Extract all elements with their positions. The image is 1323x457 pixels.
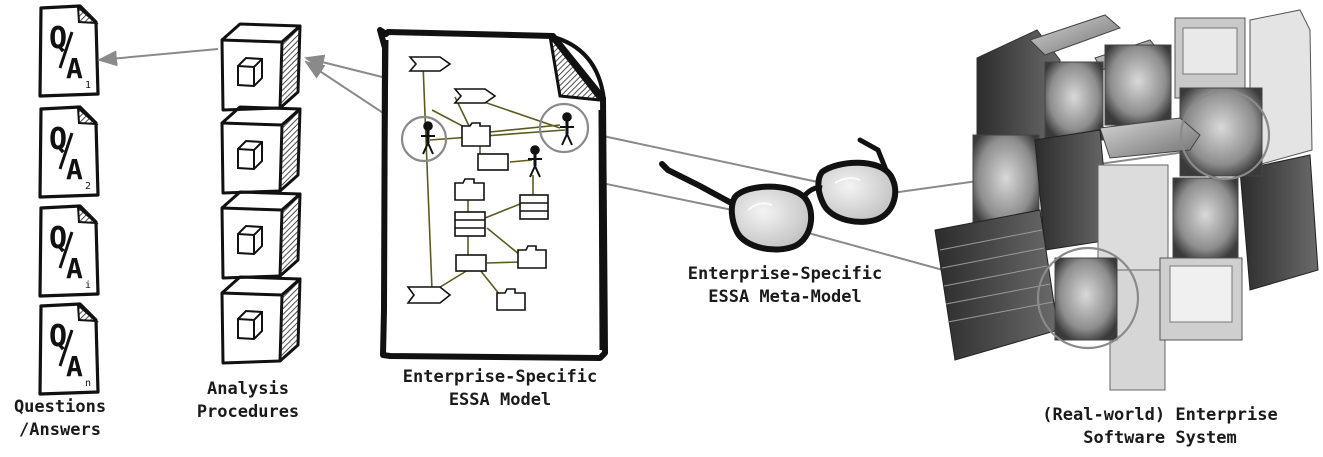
qa-document: QA2	[38, 105, 100, 199]
highlight-circle	[538, 102, 590, 154]
qa-subscript: i	[85, 280, 91, 291]
highlight-circle	[400, 115, 448, 163]
actor-icon	[421, 121, 435, 155]
model-package-shape	[517, 245, 547, 269]
actor-icon	[560, 112, 574, 146]
q-letter: Q	[49, 122, 67, 157]
person-photo	[1044, 61, 1104, 141]
model-table-shape	[519, 194, 549, 220]
model-class-shape	[477, 153, 509, 171]
q-letter: Q	[49, 319, 67, 354]
network-switch-icon	[1099, 117, 1201, 159]
qa-document: QA1	[38, 4, 100, 98]
model-process-shape	[453, 88, 497, 104]
actor-icon	[528, 145, 542, 178]
qa-document: QAi	[38, 204, 100, 298]
metamodel-label: Enterprise-Specific ESSA Meta-Model	[640, 263, 930, 309]
procedures-label-line1: Analysis	[207, 379, 289, 399]
model-class-shape	[455, 254, 487, 272]
metamodel-label-line1: Enterprise-Specific	[687, 264, 883, 284]
qa-subscript: 1	[85, 80, 91, 91]
a-letter: A	[66, 350, 83, 383]
model-process-shape	[408, 56, 452, 72]
model-package-shape	[454, 178, 485, 201]
a-letter: A	[66, 252, 83, 285]
person-photo	[1054, 257, 1118, 341]
model-table-shape	[454, 211, 486, 237]
procedure-box-icon	[220, 275, 302, 365]
model-package-shape	[461, 122, 491, 147]
qa-subscript: n	[85, 378, 91, 389]
model-label-line1: Enterprise-Specific	[402, 367, 598, 387]
procedures-label: Analysis Procedures	[188, 378, 308, 424]
procedure-box-icon	[220, 22, 302, 112]
highlight-circle	[1036, 246, 1140, 350]
server-icon	[1239, 154, 1319, 291]
analysis-procedures	[220, 22, 302, 365]
highlight-circle	[1179, 89, 1271, 181]
qa-label: Questions /Answers	[8, 396, 112, 442]
arrow-procedures-to-qa	[97, 48, 219, 67]
a-letter: A	[66, 52, 83, 85]
link-glasses-to-model-1	[574, 129, 856, 191]
qa-document: QAn	[38, 302, 100, 396]
procedure-box-icon	[220, 105, 302, 195]
enterprise-system-collage	[934, 9, 1319, 391]
q-letter: Q	[49, 21, 67, 56]
a-letter: A	[66, 153, 83, 186]
procedures-label-line2: Procedures	[196, 402, 300, 422]
q-letter: Q	[49, 221, 67, 256]
system-label-line1: (Real-world) Enterprise	[1042, 405, 1278, 425]
model-package-shape	[496, 288, 526, 311]
model-label-line2: ESSA Model	[448, 390, 552, 410]
system-label-line2: Software System	[1083, 428, 1237, 448]
essa-model-document	[377, 27, 608, 361]
glasses-icon	[659, 137, 899, 253]
person-photo	[1104, 44, 1172, 126]
model-process-shape	[406, 286, 452, 304]
procedure-box-icon	[220, 190, 302, 280]
essa-model-diagram	[400, 56, 590, 311]
system-label: (Real-world) Enterprise Software System	[1000, 404, 1320, 450]
network-switch-icon	[1029, 14, 1121, 56]
qa-label-line1: Questions	[13, 397, 107, 417]
metamodel-label-line2: ESSA Meta-Model	[708, 287, 862, 307]
qa-subscript: 2	[85, 181, 91, 192]
qa-label-line2: /Answers	[19, 420, 101, 440]
model-label: Enterprise-Specific ESSA Model	[358, 366, 642, 412]
person-photo	[1172, 177, 1239, 261]
